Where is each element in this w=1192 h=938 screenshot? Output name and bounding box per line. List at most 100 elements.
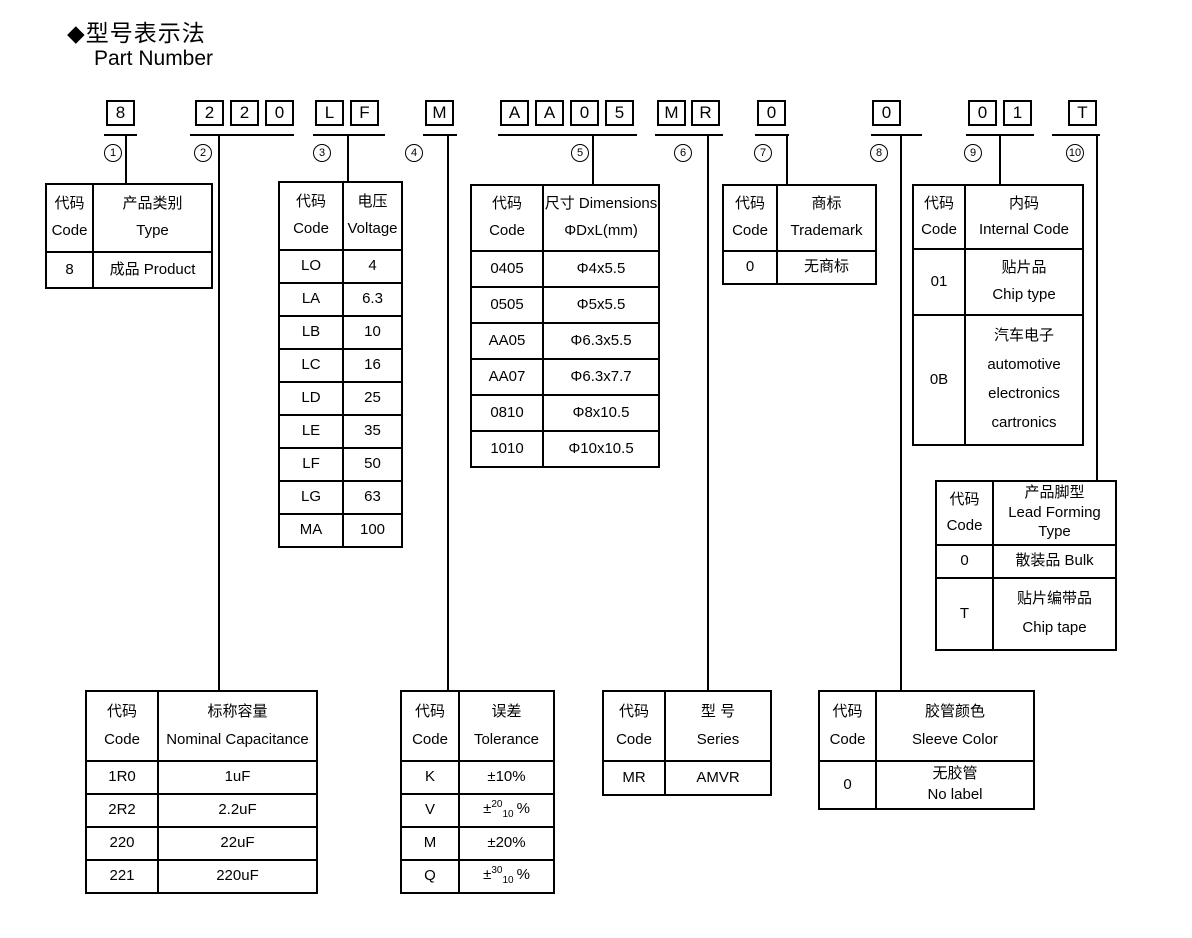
percent-sign: %	[516, 800, 530, 818]
underline-8	[871, 134, 922, 136]
plus-minus-sign: ±	[483, 866, 492, 884]
percent-sign: %	[516, 866, 530, 884]
cell-code: M	[402, 828, 458, 859]
cell-value: 0405	[490, 259, 524, 277]
table-header-row: 代码 Code 电压 Voltage	[280, 183, 401, 249]
cell-capacitance: 1uF	[157, 762, 316, 793]
cell-size: Φ4x5.5	[542, 252, 658, 286]
cell-capacitance: 22uF	[157, 828, 316, 859]
type-table: 代码 Code 产品类别 Type 8 成品 Product	[45, 183, 213, 289]
table-row: 220 22uF	[87, 826, 316, 859]
connector-line-6	[707, 135, 709, 690]
table-header-row: 代码 Code 产品脚型 Lead Forming Type	[937, 482, 1115, 544]
underline-6	[655, 134, 723, 136]
cell-code: 221	[87, 861, 157, 892]
header-code: 代码 Code	[914, 186, 964, 248]
cell-value: 2.2uF	[218, 801, 257, 819]
header-trademark-zh: 商标	[811, 195, 842, 213]
cell-tolerance: ±2010%	[458, 795, 553, 826]
cell-value: 221	[109, 867, 135, 885]
table-row: MA 100	[280, 513, 401, 546]
code-box-2a: 2	[195, 100, 224, 126]
code-box-9b: 1	[1003, 100, 1032, 126]
header-code-en: Code	[293, 220, 329, 238]
code-box-5a: A	[500, 100, 529, 126]
cell-value: Φ8x10.5	[572, 403, 630, 421]
underline-5	[498, 134, 637, 136]
cell-code: V	[402, 795, 458, 826]
header-type-zh: 产品类别	[122, 194, 183, 212]
cell-value: 50	[364, 455, 381, 473]
cell-code: AA05	[472, 324, 542, 358]
cell-line: 汽车电子	[993, 327, 1054, 345]
cell-value: K	[424, 768, 435, 786]
cell-value: 0810	[490, 403, 524, 421]
cell-value: 0	[960, 552, 969, 570]
header-code-zh: 代码	[832, 702, 863, 720]
header-capacitance: 标称容量 Nominal Capacitance	[157, 692, 316, 760]
table-row: K ±10%	[402, 760, 553, 793]
segment-marker-2: 2	[194, 144, 212, 162]
cell-code: LO	[280, 251, 342, 282]
cell-value: Φ6.3x5.5	[570, 331, 632, 349]
cell-voltage: 25	[342, 383, 401, 414]
connector-line-7	[786, 135, 788, 184]
header-code-zh: 代码	[734, 195, 765, 213]
table-row: AA07 Φ6.3x7.7	[472, 358, 658, 394]
cell-value: 1010	[490, 439, 524, 457]
header-code-zh: 代码	[949, 490, 980, 508]
header-code: 代码 Code	[724, 186, 776, 250]
header-sleeve-zh: 胶管颜色	[924, 702, 985, 720]
header-code: 代码 Code	[937, 482, 992, 544]
cell-size: Φ10x10.5	[542, 432, 658, 466]
table-row: LB 10	[280, 315, 401, 348]
table-header-row: 代码 Code 误差 Tolerance	[402, 692, 553, 760]
cell-value: 01	[930, 272, 948, 290]
cell-value: Φ10x10.5	[568, 439, 634, 457]
table-row: 01 贴片品 Chip type	[914, 248, 1082, 314]
cell-line: cartronics	[991, 414, 1057, 431]
page-title-en: Part Number	[94, 47, 214, 70]
segment-marker-8: 8	[870, 144, 888, 162]
code-box-3a: L	[315, 100, 344, 126]
capacitance-table: 代码 Code 标称容量 Nominal Capacitance 1R0 1uF…	[85, 690, 318, 894]
table-header-row: 代码 Code 型 号 Series	[604, 692, 770, 760]
series-table: 代码 Code 型 号 Series MR AMVR	[602, 690, 772, 796]
cell-value: LF	[302, 455, 320, 473]
table-row: 1R0 1uF	[87, 760, 316, 793]
table-row: LF 50	[280, 447, 401, 480]
cell-value: 2R2	[108, 801, 136, 819]
code-box-5b: A	[535, 100, 564, 126]
cell-line: 贴片品	[1001, 259, 1047, 277]
cell-value: ±10%	[487, 768, 526, 786]
table-row: Q ±3010%	[402, 859, 553, 892]
code-box-1: 8	[106, 100, 135, 126]
header-code-en: Code	[921, 220, 957, 238]
table-row: 0810 Φ8x10.5	[472, 394, 658, 430]
segment-marker-5: 5	[571, 144, 589, 162]
table-row: LD 25	[280, 381, 401, 414]
cell-code: 0	[724, 252, 776, 283]
segment-marker-1: 1	[104, 144, 122, 162]
code-box-2c: 0	[265, 100, 294, 126]
cell-code: LE	[280, 416, 342, 447]
cell-value: LO	[300, 257, 321, 275]
cell-tolerance: ±3010%	[458, 861, 553, 892]
header-code: 代码 Code	[604, 692, 664, 760]
code-box-9a: 0	[968, 100, 997, 126]
tolerance-lower: 10	[502, 809, 514, 821]
header-code-en: Code	[489, 222, 525, 240]
underline-10	[1052, 134, 1100, 136]
tolerance-table: 代码 Code 误差 Tolerance K ±10% V ±2010% M ±…	[400, 690, 555, 894]
header-sleeve-color: 胶管颜色 Sleeve Color	[875, 692, 1033, 760]
cell-value: 16	[364, 356, 381, 374]
cell-value: Q	[424, 867, 436, 885]
cell-code: LF	[280, 449, 342, 480]
cell-series: AMVR	[664, 762, 770, 794]
cell-code: 1010	[472, 432, 542, 466]
cell-voltage: 35	[342, 416, 401, 447]
header-code: 代码 Code	[47, 185, 92, 251]
cell-line: automotive	[987, 356, 1061, 374]
code-box-8: 0	[872, 100, 901, 126]
